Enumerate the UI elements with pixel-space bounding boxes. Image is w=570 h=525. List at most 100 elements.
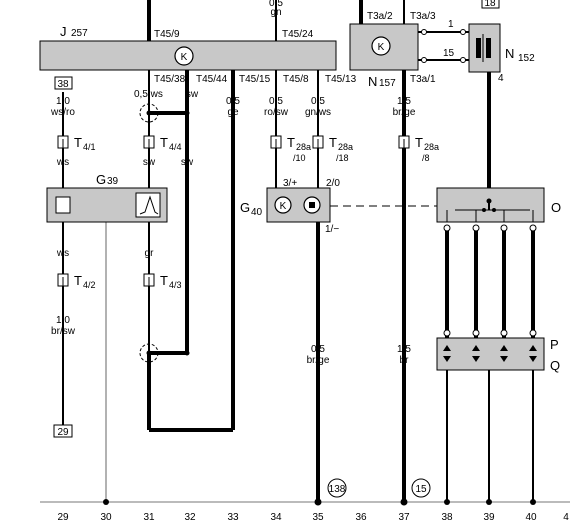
o-terminal-1 — [443, 224, 451, 232]
track-number: 40 — [525, 512, 537, 523]
ref-box-18 — [481, 0, 500, 9]
pin-n152-4: 4 — [498, 73, 504, 84]
p-terminal-1 — [443, 329, 451, 337]
track-number: 32 — [184, 512, 196, 523]
track-number: 31 — [143, 512, 155, 523]
connector-t28a-10-sub: 28a — [296, 142, 311, 152]
splice-col31-bottom — [139, 343, 159, 363]
wire-6-color: gn/ws — [305, 107, 331, 118]
pin-g40-3: 1/− — [325, 224, 339, 235]
connector-t28a-10-icon — [270, 135, 282, 149]
wire-top-clip-size: 0,5 — [269, 0, 283, 9]
connector-t28a-10-sub2: /10 — [293, 153, 306, 163]
connector-t42-label: T — [74, 273, 82, 288]
bus-junction-40 — [530, 499, 536, 505]
pin-g40-1: 3/+ — [283, 178, 297, 189]
pin-n157-top-2: T3a/3 — [410, 11, 436, 22]
bus-junction-30 — [103, 499, 109, 505]
track-number: 33 — [227, 512, 239, 523]
pq-spark-plugs — [436, 337, 545, 371]
ref-circle-138-label: 138 — [329, 484, 346, 495]
spark-plug-icon-4 — [529, 345, 537, 362]
pin-g40-2: 2/0 — [326, 178, 340, 189]
n157-n152-terminal-1b — [460, 29, 466, 35]
o-rotor-icon — [446, 198, 534, 222]
connector-t43-sub: 4/3 — [169, 280, 182, 290]
wire-4-color: ge — [227, 107, 239, 118]
connector-t28a-8-sub2: /8 — [422, 153, 430, 163]
connector-t44-label: T — [160, 135, 168, 150]
wire-5-size: 0,5 — [269, 96, 283, 107]
g39-label-sub: 39 — [107, 176, 119, 187]
connector-t28a-10-label: T — [287, 135, 295, 150]
wire-6-final-size: 0,5 — [311, 344, 325, 355]
splice-col31-top — [139, 103, 159, 123]
spark-plug-icon-3 — [500, 345, 508, 362]
o-terminal-3 — [500, 224, 508, 232]
o-distributor — [436, 187, 545, 223]
wire-top-clip-color: gn — [270, 7, 281, 18]
n157-n152-terminal-15a — [421, 57, 427, 63]
pin-j257-bottom-1: T45/38 — [154, 74, 186, 85]
pin-j257-top-1: T45/9 — [154, 29, 180, 40]
j257-symbol-icon: K — [174, 46, 194, 66]
connector-t43-label: T — [160, 273, 168, 288]
ref-box-29 — [53, 424, 73, 438]
wire-6-final-color: br/ge — [307, 355, 330, 366]
ref-circle-15 — [411, 478, 431, 498]
track-number: 30 — [100, 512, 112, 523]
bus-junction-37 — [400, 498, 408, 506]
pin-j257-bottom-5: T45/13 — [325, 74, 357, 85]
wire-2-size: 0,5 ws — [134, 89, 163, 100]
connector-t44-sub: 4/4 — [169, 142, 182, 152]
wire-7-color: br/ge — [393, 107, 416, 118]
track-number: 34 — [270, 512, 282, 523]
wire-1-size: 1,0 — [56, 96, 70, 107]
connector-t43-icon — [143, 273, 155, 287]
ref-box-38 — [54, 76, 73, 90]
connector-t28a-18-icon — [312, 135, 324, 149]
track-number: 39 — [483, 512, 495, 523]
bus-junction-38 — [444, 499, 450, 505]
n157-label-sub: 157 — [379, 78, 396, 89]
wire-1-bottom-color: ws — [56, 248, 69, 259]
connector-t28a-8-icon — [398, 135, 410, 149]
pin-j257-bottom-2: T45/44 — [196, 74, 228, 85]
track-number: 36 — [355, 512, 367, 523]
n157-n152-terminal-1a — [421, 29, 427, 35]
wire-1-lower-color: ws — [56, 157, 69, 168]
p-terminal-3 — [500, 329, 508, 337]
spark-plug-icon-1 — [443, 345, 451, 362]
wire-2-bottom-color: gr — [145, 248, 155, 259]
n157-label: N — [368, 74, 377, 89]
ref-box-29-label: 29 — [57, 427, 69, 438]
n152-label: N — [505, 46, 514, 61]
wire-7-size: 1,5 — [397, 96, 411, 107]
g40-label: G — [240, 200, 250, 215]
ref-box-18-label: 18 — [484, 0, 496, 9]
o-label: O — [551, 200, 561, 215]
pin-n152-1: 1 — [448, 19, 454, 30]
pin-n157-bottom: T3a/1 — [410, 74, 436, 85]
connector-t41-sub: 4/1 — [83, 142, 96, 152]
connector-t28a-8-label: T — [415, 135, 423, 150]
p-label: P — [550, 337, 559, 352]
g39-sensor-icon — [135, 192, 161, 218]
splice-col32-bottom-dot — [184, 350, 190, 356]
n152-coil-icon — [476, 34, 491, 62]
pin-n157-top-1: T3a/2 — [367, 11, 393, 22]
wire-4-size: 0,5 — [226, 96, 240, 107]
connector-t44-icon — [143, 135, 155, 149]
n157-component — [349, 23, 419, 71]
wire-1-color: ws/ro — [50, 107, 75, 118]
connector-t28a-18-sub: 28a — [338, 142, 353, 152]
p-terminal-2 — [472, 329, 480, 337]
wire-7-final-size: 1,5 — [397, 344, 411, 355]
g40-symbol-icon: K — [274, 196, 292, 214]
track-number: 29 — [57, 512, 69, 523]
ref-box-38-label: 38 — [57, 79, 69, 90]
g39-resistor-icon — [55, 196, 71, 214]
bus-junction-39 — [486, 499, 492, 505]
wire-1-final-color: br/sw — [51, 326, 76, 337]
